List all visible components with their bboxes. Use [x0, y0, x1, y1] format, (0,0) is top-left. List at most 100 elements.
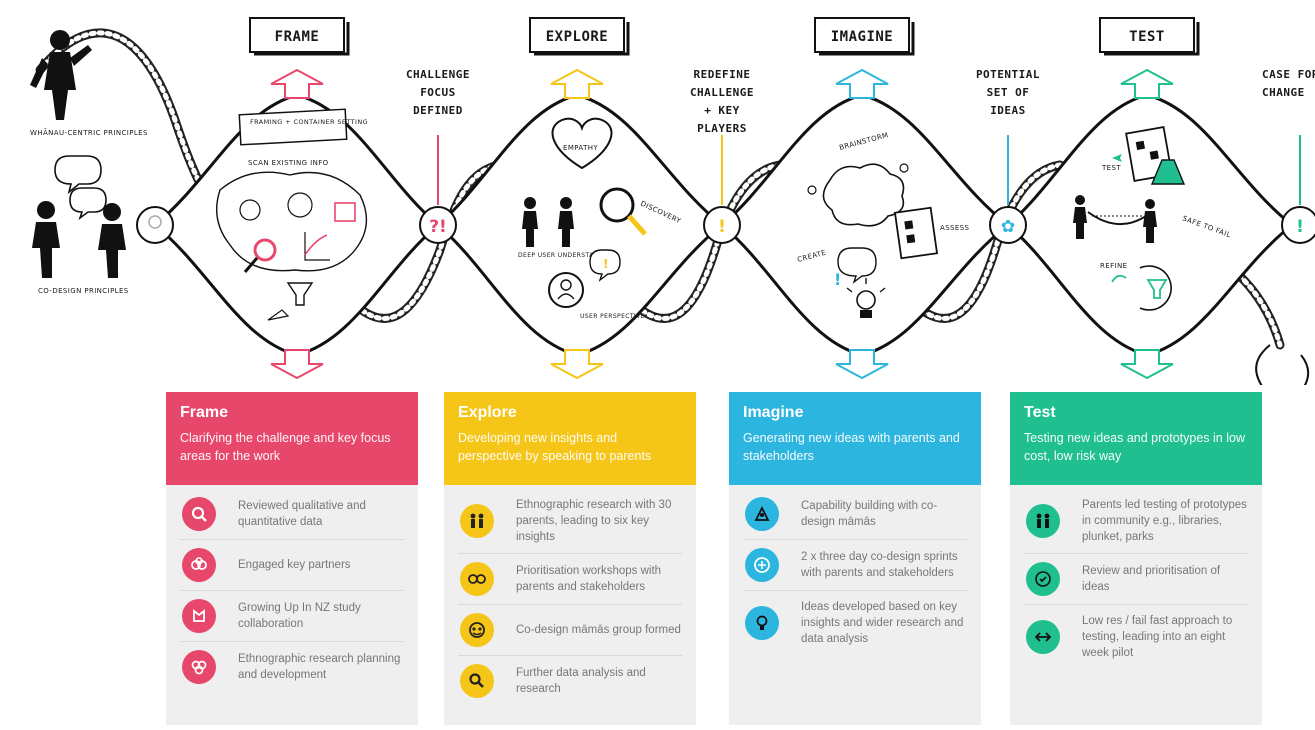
- fast-icon: [1026, 620, 1060, 654]
- card-activity-list: Reviewed qualitative and quantitative da…: [166, 485, 418, 725]
- milestone-4: ! CASE FOR CHANGE: [1262, 68, 1315, 244]
- scan-label: SCAN EXISTING INFO: [248, 159, 329, 167]
- milestone-label-line: REDEFINE: [694, 68, 751, 81]
- stage-arrow-down-icon: [1120, 349, 1174, 380]
- activity-text: Parents led testing of prototypes in com…: [1082, 499, 1247, 543]
- milestone-label-line: SET OF: [987, 86, 1030, 99]
- milestone-glyph: !: [1296, 217, 1304, 237]
- refine-label: REFINE: [1100, 262, 1127, 270]
- activity-text: Reviewed qualitative and quantitative da…: [238, 500, 366, 528]
- activity-text: Ideas developed based on key insights an…: [801, 601, 964, 645]
- activity-text: Review and prioritisation of ideas: [1082, 565, 1221, 593]
- activity-text: Low res / fail fast approach to testing,…: [1082, 615, 1233, 659]
- lightbulb-icon: [745, 606, 779, 640]
- activity-item: Capability building with co-design māmās: [743, 489, 967, 540]
- deep-user-label: DEEP USER UNDERSTANDING: [518, 252, 616, 259]
- card-activity-list: Ethnographic research with 30 parents, l…: [444, 485, 696, 725]
- sprint-icon: [745, 548, 779, 582]
- card-title: Frame: [180, 404, 229, 421]
- svg-text:!: !: [603, 257, 608, 271]
- stage-banner-test: TEST: [1099, 17, 1200, 380]
- milestone-node-start: [136, 206, 174, 244]
- workshop-icon: [460, 562, 494, 596]
- activity-text: Engaged key partners: [238, 559, 351, 571]
- card-title: Explore: [458, 404, 517, 421]
- milestone-label-line: CASE FOR: [1262, 68, 1315, 81]
- activity-item: Engaged key partners: [180, 540, 404, 591]
- stage-arrow-up-icon: [1120, 68, 1174, 99]
- svg-text:!: !: [834, 270, 841, 289]
- card-description: Testing new ideas and prototypes in low …: [1024, 431, 1245, 463]
- activity-item: Ethnographic research with 30 parents, l…: [458, 489, 682, 554]
- card-activity-list: Capability building with co-design māmās…: [729, 485, 981, 725]
- stage-banner-imagine: IMAGINE: [814, 17, 915, 380]
- card-description: Clarifying the challenge and key focus a…: [180, 431, 391, 463]
- stage-arrow-down-icon: [550, 349, 604, 380]
- stage-arrow-up-icon: [270, 68, 324, 99]
- whanau-principles-label: WHĀNAU-CENTRIC PRINCIPLES: [30, 128, 148, 137]
- milestone-node: [1281, 206, 1315, 244]
- card-description: Generating new ideas with parents and st…: [743, 431, 960, 463]
- assess-label: ASSESS: [940, 224, 970, 232]
- milestone-label-line: + KEY: [704, 104, 740, 117]
- collaboration-icon: [182, 599, 216, 633]
- activity-text: Further data analysis and research: [516, 667, 646, 695]
- test-label: TEST: [1101, 164, 1121, 172]
- hook-icon: [1255, 344, 1310, 385]
- milestone-glyph: ✿: [1001, 217, 1015, 237]
- milestone-label-line: FOCUS: [420, 86, 456, 99]
- group-icon: [460, 613, 494, 647]
- activity-item: Growing Up In NZ study collaboration: [180, 591, 404, 642]
- codesign-principles-label: CO-DESIGN PRINCIPLES: [38, 287, 129, 295]
- stage-banner-explore: EXPLORE: [529, 17, 630, 380]
- milestone-node: [419, 206, 457, 244]
- milestone-glyph: ?!: [429, 217, 447, 237]
- people-icon: [460, 504, 494, 538]
- frame-sketch: FRAMING + CONTAINER SETTING SCAN EXISTIN…: [216, 108, 368, 321]
- activity-text: Co-design māmās group formed: [516, 624, 681, 636]
- activity-text: Prioritisation workshops with parents an…: [516, 565, 662, 593]
- milestone-glyph: !: [718, 217, 726, 237]
- activity-item: Parents led testing of prototypes in com…: [1024, 489, 1248, 554]
- whanau-figure-icon: [30, 30, 92, 120]
- activity-text: 2 x three day co-design sprints with par…: [801, 551, 958, 579]
- activity-item: Prioritisation workshops with parents an…: [458, 554, 682, 605]
- activity-text: Capability building with co-design māmās: [801, 500, 938, 528]
- card-activity-list: Parents led testing of prototypes in com…: [1010, 485, 1262, 725]
- milestone-label-line: CHALLENGE: [406, 68, 470, 81]
- activity-item: Low res / fail fast approach to testing,…: [1024, 605, 1248, 669]
- milestone-3: ✿ POTENTIAL SET OF IDEAS: [976, 68, 1040, 244]
- activity-item: Co-design māmās group formed: [458, 605, 682, 656]
- milestone-1: ?! CHALLENGE FOCUS DEFINED: [406, 68, 470, 244]
- activity-text: Ethnographic research planning and devel…: [238, 653, 401, 681]
- milestone-node: [703, 206, 741, 244]
- milestone-label-line: DEFINED: [413, 104, 463, 117]
- user-perspective-label: USER PERSPECTIVE: [580, 313, 645, 320]
- activity-item: Ethnographic research planning and devel…: [180, 642, 404, 692]
- milestone-label-line: CHANGE: [1262, 86, 1305, 99]
- milestone-label-line: IDEAS: [990, 104, 1026, 117]
- stage-arrow-down-icon: [270, 349, 324, 380]
- stage-title: IMAGINE: [831, 29, 894, 45]
- stage-title: TEST: [1129, 29, 1165, 45]
- capability-icon: [745, 497, 779, 531]
- activity-item: Ideas developed based on key insights an…: [743, 591, 967, 655]
- activity-text: Ethnographic research with 30 parents, l…: [516, 499, 672, 543]
- activity-text: Growing Up In NZ study collaboration: [238, 602, 361, 630]
- magnifier-icon: [182, 497, 216, 531]
- activity-item: Reviewed qualitative and quantitative da…: [180, 489, 404, 540]
- partners-icon: [182, 548, 216, 582]
- stage-arrow-down-icon: [835, 349, 889, 380]
- stage-title: EXPLORE: [546, 29, 609, 45]
- planning-icon: [182, 650, 216, 684]
- milestone-label-line: POTENTIAL: [976, 68, 1040, 81]
- review-icon: [1026, 562, 1060, 596]
- activity-item: 2 x three day co-design sprints with par…: [743, 540, 967, 591]
